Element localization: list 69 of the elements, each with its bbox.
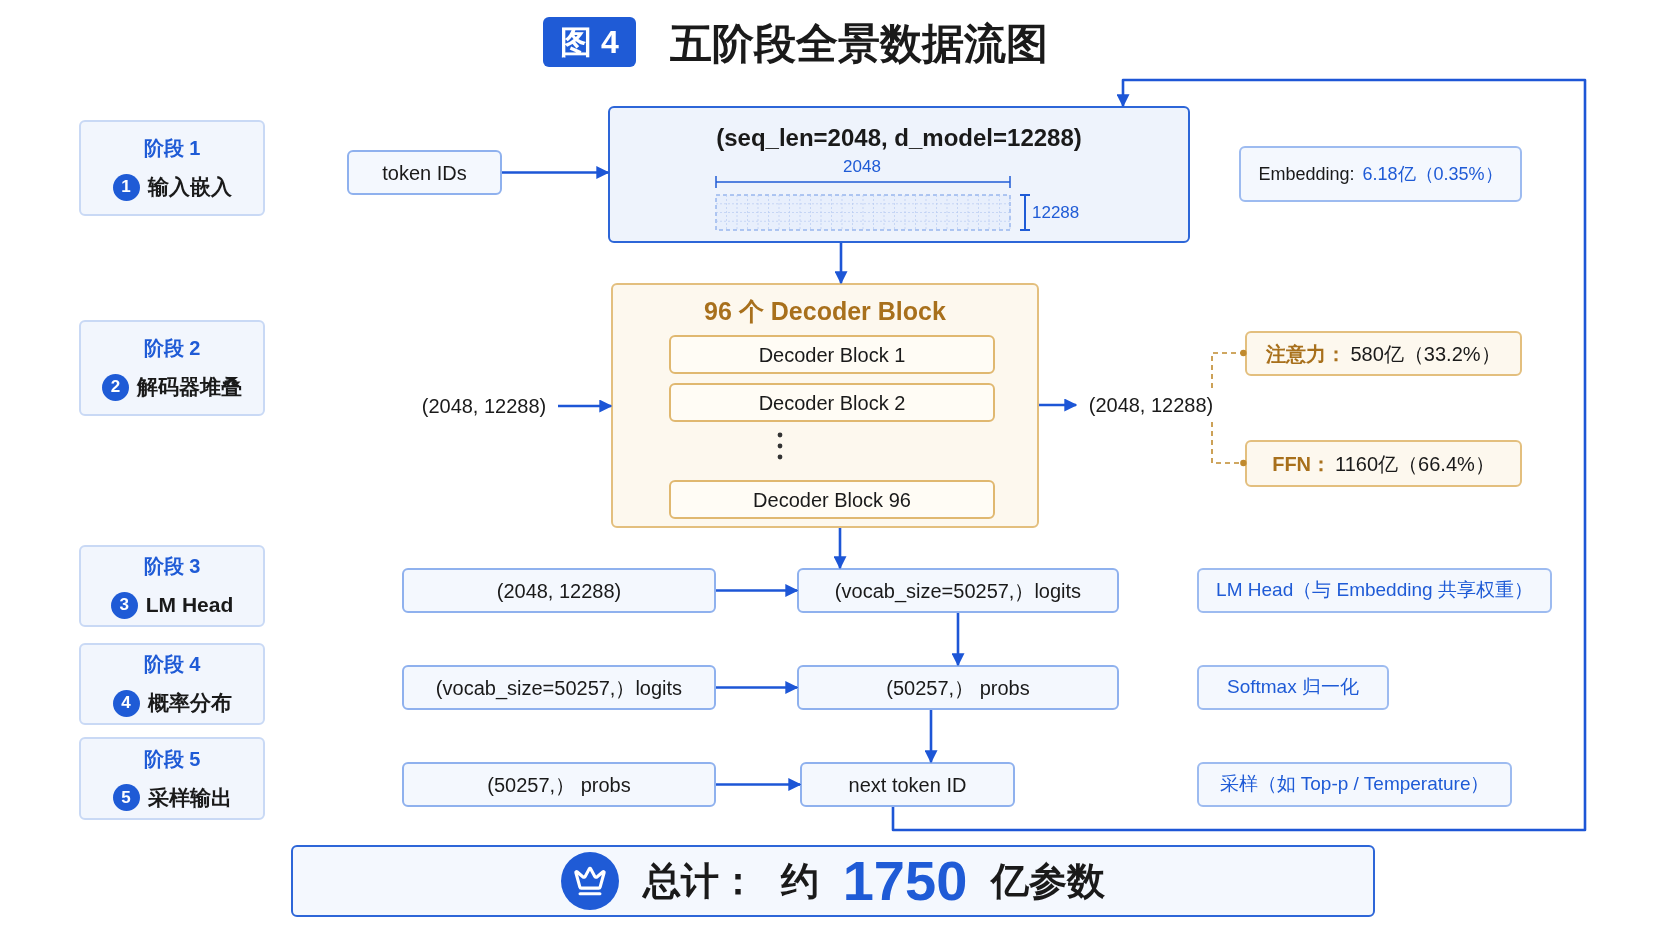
note-box: Softmax 归一化 xyxy=(1197,665,1389,710)
decoder-block-box: Decoder Block 2 xyxy=(669,383,995,422)
stage-name: 概率分布 xyxy=(147,690,232,717)
data-box: (2048, 12288) xyxy=(402,568,716,613)
arrow xyxy=(833,528,847,570)
decoder-block-box: Decoder Block 1 xyxy=(669,335,995,374)
note-box xyxy=(1239,146,1522,202)
arrow xyxy=(716,681,799,694)
stage-heading: 阶段 2 xyxy=(143,336,201,362)
shape-label: (2048, 12288) xyxy=(1076,388,1226,422)
stage-name: 输入嵌入 xyxy=(147,174,232,201)
decoder-block-box: Decoder Block 96 xyxy=(669,480,995,519)
stage-heading: 阶段 3 xyxy=(143,554,201,580)
note-key: Embedding: xyxy=(1258,160,1355,188)
dashed-connector xyxy=(1211,421,1247,467)
stage-heading: 阶段 4 xyxy=(143,652,201,678)
data-box: (vocab_size=50257,）logits xyxy=(797,568,1119,613)
total-unit: 亿参数 xyxy=(991,858,1106,904)
total-label: 总计： xyxy=(642,858,757,904)
parameter-value: 580亿（33.2%） xyxy=(1350,341,1501,367)
arrow xyxy=(951,613,965,667)
total-prefix: 约 xyxy=(780,858,819,904)
arrow xyxy=(716,584,799,597)
dimension-label: 12288 xyxy=(1032,202,1081,225)
diagram-title: 五阶段全景数据流图 xyxy=(670,18,1048,69)
parameter-key: FFN： xyxy=(1272,448,1332,479)
step-number: 5 xyxy=(112,784,140,811)
note-value: 6.18亿（0.35%） xyxy=(1362,162,1503,186)
shape-label: (2048, 12288) xyxy=(410,390,558,422)
stage-card xyxy=(79,643,265,725)
arrow xyxy=(502,166,610,179)
figure-badge: 图 4 xyxy=(543,17,636,67)
arrow xyxy=(834,243,848,285)
stage-card xyxy=(79,737,265,820)
note-box: LM Head（与 Embedding 共享权重） xyxy=(1197,568,1552,613)
stage-card xyxy=(79,120,265,216)
stage-name: LM Head xyxy=(145,592,234,619)
stage-heading: 阶段 5 xyxy=(143,746,201,772)
box-heading: (seq_len=2048, d_model=12288) xyxy=(716,123,1082,153)
parameter-key: 注意力： xyxy=(1266,338,1347,369)
parameter-box xyxy=(1245,440,1522,487)
note-box: 采样（如 Top-p / Temperature） xyxy=(1197,762,1512,807)
data-box: (vocab_size=50257,）logits xyxy=(402,665,716,710)
data-box: (50257,） probs xyxy=(797,665,1119,710)
arrow xyxy=(924,710,938,764)
stack-heading: 96 个 Decoder Block xyxy=(704,296,946,327)
step-number: 4 xyxy=(112,689,140,717)
data-box: (50257,） probs xyxy=(402,762,716,807)
stage-card xyxy=(79,545,265,627)
stage-card xyxy=(79,320,265,416)
parameter-value: 1160亿（66.4%） xyxy=(1335,451,1495,477)
step-number: 3 xyxy=(110,591,138,619)
parameter-box xyxy=(1245,331,1522,376)
data-box: next token ID xyxy=(800,762,1015,807)
stage-heading: 阶段 1 xyxy=(143,136,201,162)
dimension-label: 2048 xyxy=(842,156,882,178)
step-number: 2 xyxy=(102,373,129,401)
stage-name: 采样输出 xyxy=(147,784,232,811)
arrow xyxy=(891,78,1587,832)
arrow xyxy=(716,778,802,791)
arrow xyxy=(558,399,613,413)
step-number: 1 xyxy=(112,173,140,201)
arrow xyxy=(1039,398,1078,412)
data-box: token IDs xyxy=(347,150,502,195)
stage-name: 解码器堆叠 xyxy=(137,374,242,401)
total-number: 1750 xyxy=(842,848,968,914)
total-banner xyxy=(291,845,1375,917)
dashed-connector xyxy=(1211,349,1247,389)
decoder-stack-box xyxy=(611,283,1039,528)
